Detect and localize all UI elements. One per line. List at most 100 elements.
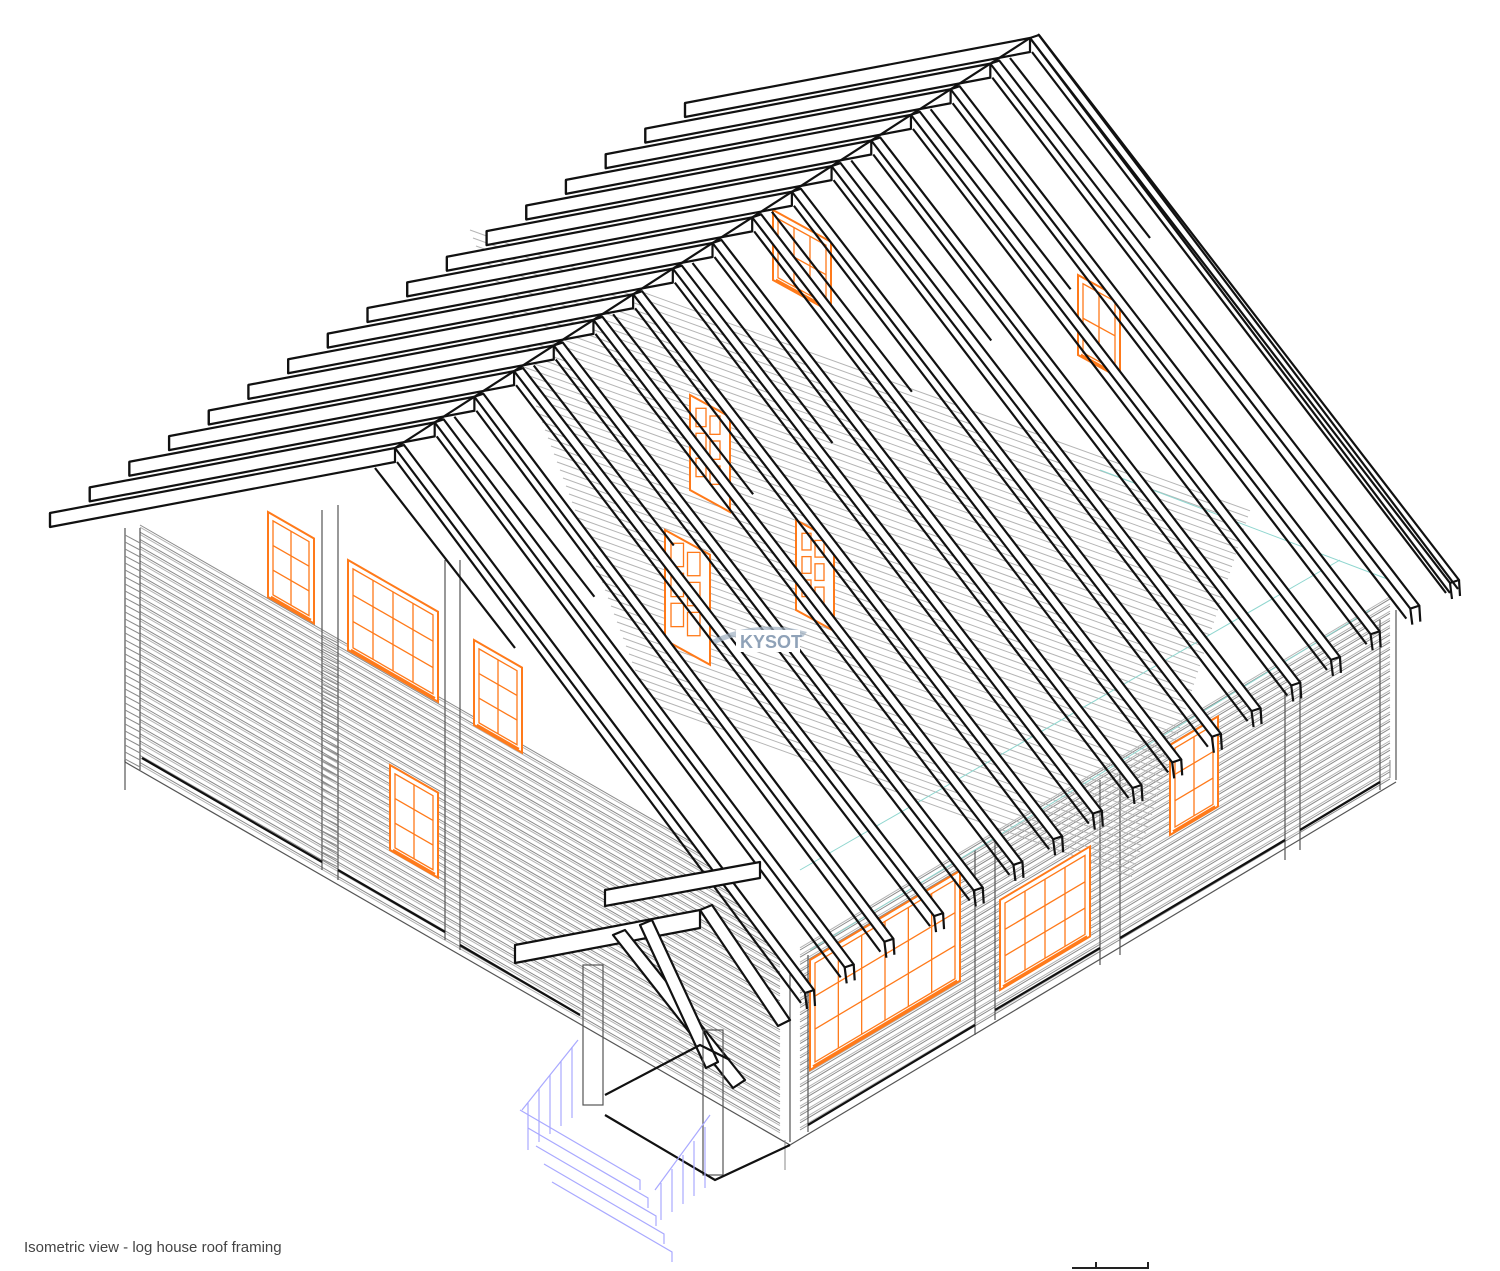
window-sill [812,979,958,1068]
watermark-text: KYSOT [740,632,802,652]
gable-sill-line [141,757,323,863]
corner-notch [124,709,141,719]
corner-notch [124,548,141,558]
rafter-tail [1409,608,1414,625]
gable-log-line [139,546,733,888]
attic-log-line [622,637,1149,828]
window-sill [1002,935,1088,988]
entrance-porch [513,860,792,1182]
corner-notch [124,618,141,628]
rafter-edge [396,461,802,1004]
long-wall-log-line [799,733,1391,1086]
corner-notch [124,702,141,712]
guide-line [799,559,1341,871]
corner-notch [321,767,339,777]
gable-log-line [139,560,754,914]
rafter-tail [852,964,856,981]
rafter-tail [812,989,817,1007]
collar-brace [771,211,913,393]
door-panel [814,563,825,582]
collar-brace [691,262,834,444]
corner-notch [124,569,141,579]
corner-notch [124,534,141,544]
corner-notch [124,681,141,691]
gable-wall-face [125,470,790,1142]
corner-notch [321,676,339,686]
ridge-board [394,37,1031,449]
collar-brace [1009,57,1151,239]
corner-notch [321,781,339,791]
gable-sill-line [337,869,446,933]
gable-log-line [139,553,743,901]
stair-step [543,1163,665,1244]
window-transom [1082,317,1116,337]
window-transom [478,672,518,696]
attic-log-line [502,317,1229,580]
corner-notch [321,683,339,693]
attic-log-line [517,357,1219,611]
gable-sill-line [459,944,581,1016]
porch-floor-edge [604,1043,731,1096]
gable-log-line [139,538,722,875]
long-wall-log-line [799,742,1391,1095]
porch-rafter [638,918,720,1070]
watermark-backdrop [736,630,800,652]
corner-notch [321,823,339,833]
long-sill-line [994,947,1101,1011]
window-sill [392,848,436,875]
long-wall-log-line [799,725,1391,1078]
corner-notch [321,690,339,700]
long-wall-face [790,600,1395,1142]
door-panel [801,555,812,574]
rafter-tail [1338,656,1343,673]
window-transom [814,945,956,1030]
door-panel [670,602,685,628]
attic-log-line [520,365,1217,617]
rafter-tail [1378,631,1382,648]
long-sill-line [1119,839,1286,939]
end-rafter [1037,33,1459,590]
corner-notch [124,604,141,614]
attic-log-line [559,469,1191,698]
porch-purlin-back [603,860,762,908]
corner-notch [124,583,141,593]
window-transom [1174,777,1214,802]
corner-notch [124,625,141,635]
window-transom [1004,881,1086,930]
corner-notch [321,662,339,672]
porch-floor-front [604,1114,791,1182]
rafter-tail [1021,861,1025,878]
scale-bar [1072,1262,1149,1269]
rafter-tail [1100,810,1104,827]
corner-notch [124,744,141,754]
attic-log-line [562,477,1189,704]
stair-step [519,1109,641,1190]
corner-notch [321,641,339,651]
long-wall-log-line [799,605,1391,958]
collar-brace [453,416,596,598]
long-sill-line [807,1024,976,1126]
window-transom [1004,907,1086,957]
corner-notch [321,795,339,805]
rafter-tail [1329,659,1335,677]
rafter-edge [793,205,1209,748]
rafter-tail [843,967,848,984]
rafter-edge [634,307,1050,850]
rafter-tail [972,890,977,907]
window-sill [270,595,312,621]
gable-log-line [139,541,722,877]
corner-notch [321,718,339,728]
attic-log-line [511,341,1223,599]
stair-step [535,1145,657,1226]
attic-log-line [490,285,1237,555]
attic-log-line [631,661,1143,847]
long-wall-log-line [799,764,1391,1117]
corner-notch [124,555,141,565]
rafter-edge [713,256,1130,799]
gable-ground-line [124,761,791,1146]
corner-notch [321,711,339,721]
collar-brace [612,313,754,495]
window-sill [1172,805,1216,833]
corner-notch [321,802,339,812]
